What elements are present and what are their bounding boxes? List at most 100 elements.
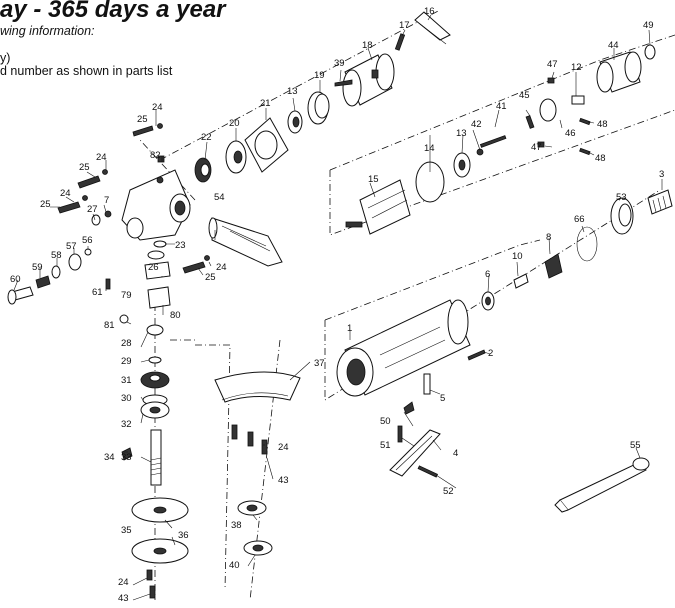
screws-bottom-group (146, 569, 156, 599)
callout-28: 28 (121, 338, 132, 349)
callout-49: 49 (643, 20, 654, 31)
callout-79: 79 (121, 290, 132, 301)
part-20-bearing (225, 140, 247, 174)
leader-lines (13, 14, 663, 601)
callout-50: 50 (380, 416, 391, 427)
part-8-spring (544, 253, 563, 279)
part-13-bearing-front (287, 110, 303, 134)
part-23-washer (153, 240, 167, 248)
part-31-bevel-gear (140, 371, 170, 389)
part-10-valve (513, 273, 529, 289)
callout-26: 26 (148, 262, 159, 273)
callout-35: 35 (121, 525, 132, 536)
callout-24b: 24 (96, 152, 107, 163)
callout-17: 17 (399, 20, 410, 31)
callout-55: 55 (630, 440, 641, 451)
part-16-key (414, 11, 451, 45)
part-49-snap-ring (644, 44, 656, 60)
part-13-bearing-rear (453, 152, 471, 178)
callout-41: 41 (496, 101, 507, 112)
part-50-spring (403, 401, 415, 415)
part-57-valve-stem (68, 253, 82, 271)
part-26-washer (147, 250, 165, 260)
callout-47a: 47 (547, 59, 558, 70)
part-80-collar (147, 286, 171, 309)
part-28-washer (146, 324, 164, 336)
part-44-end-cap (596, 51, 642, 93)
callout-24f: 24 (118, 577, 129, 588)
part-15-rotor (345, 179, 411, 235)
callout-37: 37 (314, 358, 325, 369)
info-intro-text: wing information: (0, 24, 95, 38)
part-53-inlet-bushing (610, 197, 634, 235)
info-line-2: d number as shown in parts list (0, 64, 173, 78)
callout-61: 61 (92, 287, 103, 298)
part-39-pin (334, 79, 353, 87)
part-59-spring (35, 275, 51, 289)
callout-8: 8 (546, 232, 551, 243)
part-45-governor (525, 98, 557, 129)
callout-43b: 43 (118, 593, 129, 604)
callout-13b: 13 (456, 128, 467, 139)
callout-22: 22 (201, 132, 212, 143)
part-4-throttle-lever (389, 429, 441, 477)
part-34-key (121, 447, 133, 461)
part-24-washer-lower (204, 255, 210, 261)
part-52-pin (417, 465, 439, 478)
callout-81: 81 (104, 320, 115, 331)
callout-10: 10 (512, 251, 523, 262)
part-19-end-plate (307, 91, 330, 125)
axis-motor-housing (324, 189, 661, 401)
part-1-motor-housing (336, 299, 471, 397)
callout-19: 19 (314, 70, 325, 81)
callout-24a: 24 (152, 102, 163, 113)
callout-25b: 25 (79, 162, 90, 173)
callout-21: 21 (260, 98, 271, 109)
callout-labels: 1 2 3 4 5 6 7 8 10 12 13 13 14 15 16 17 … (10, 6, 664, 604)
callout-43a: 43 (278, 475, 289, 486)
part-79-clamp (144, 261, 171, 280)
part-21-gasket (244, 117, 289, 173)
callout-80: 80 (170, 310, 181, 321)
callout-18: 18 (362, 40, 373, 51)
callout-25c: 25 (40, 199, 51, 210)
part-82-screw (157, 155, 165, 163)
callout-36: 36 (178, 530, 189, 541)
callout-15: 15 (368, 174, 379, 185)
callout-48b: 48 (595, 153, 606, 164)
screws-left-group (57, 123, 163, 214)
callout-29: 29 (121, 356, 132, 367)
callout-59: 59 (32, 262, 43, 273)
callout-58: 58 (51, 250, 62, 261)
part-48-pins (579, 117, 591, 156)
part-3-air-fitting (647, 189, 673, 215)
part-54-side-handle (208, 217, 283, 267)
part-32-bearing (140, 401, 170, 419)
callout-57: 57 (66, 241, 77, 252)
callout-40: 40 (229, 560, 240, 571)
callout-3: 3 (659, 169, 664, 180)
part-42-nut (476, 148, 484, 156)
part-41-rod (479, 135, 507, 148)
callout-53: 53 (616, 192, 627, 203)
callout-44: 44 (608, 40, 619, 51)
part-25-screw-lower (182, 261, 206, 274)
callout-33: 33 (121, 452, 132, 463)
callout-47b: 47 (531, 142, 542, 153)
part-2-pin (467, 349, 486, 361)
callout-20: 20 (229, 118, 240, 129)
callout-24d: 24 (216, 262, 227, 273)
part-12-spacer (571, 95, 585, 105)
part-29-snap-ring (148, 356, 162, 364)
part-17-pin (394, 33, 406, 51)
part-81-nut (119, 314, 129, 324)
callout-5: 5 (440, 393, 445, 404)
part-37-wheel-guard (214, 371, 301, 403)
callout-16: 16 (424, 6, 435, 17)
callout-30: 30 (121, 393, 132, 404)
part-38-wheel-flange (237, 500, 267, 516)
info-line-1: y) (0, 51, 11, 65)
part-33-spindle (150, 429, 162, 486)
